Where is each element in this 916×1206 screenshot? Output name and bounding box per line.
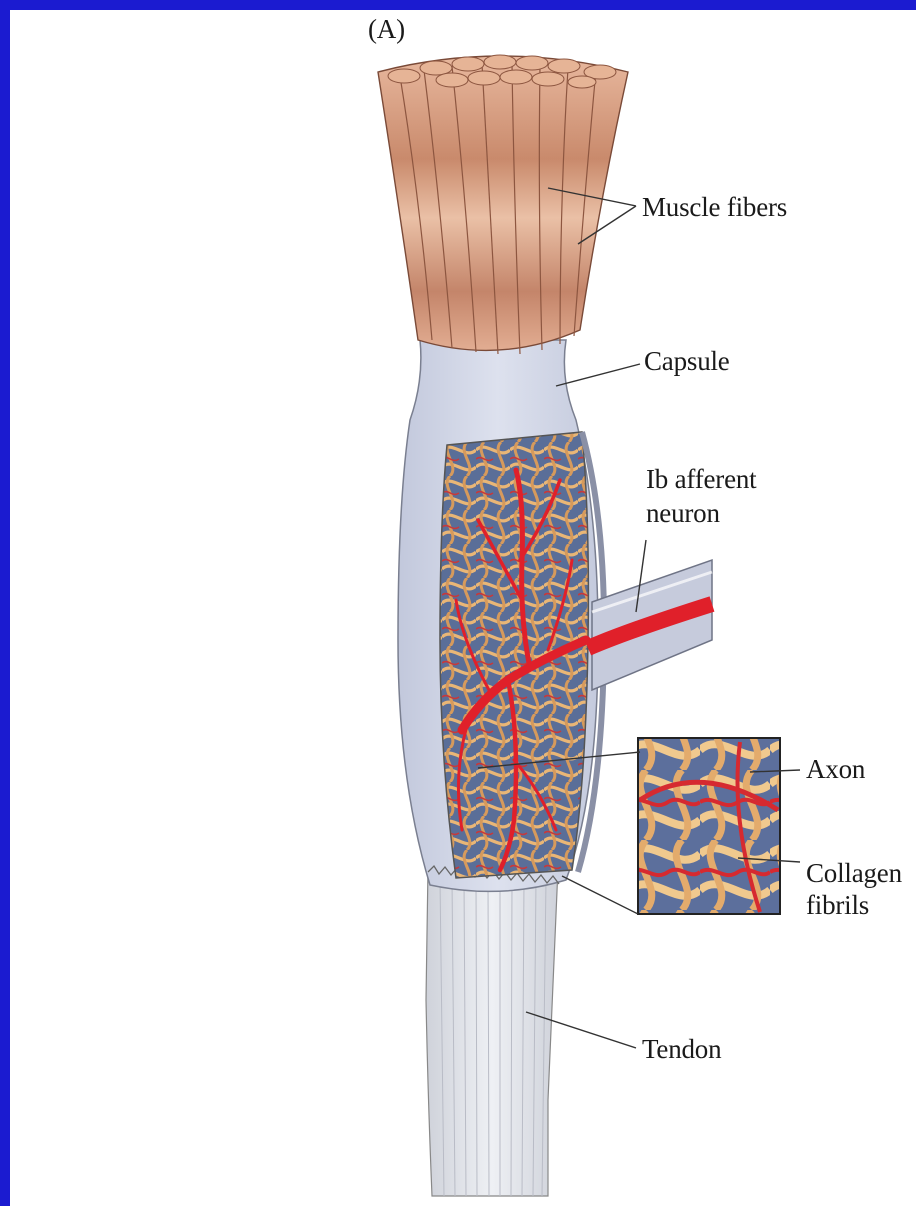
panel-label: (A) bbox=[368, 14, 405, 45]
label-collagen-line2: fibrils bbox=[806, 890, 869, 921]
label-axon: Axon bbox=[806, 754, 865, 785]
label-ib-afferent-line2: neuron bbox=[646, 498, 720, 529]
magnified-inset bbox=[638, 738, 780, 914]
label-ib-afferent-line1: Ib afferent bbox=[646, 464, 756, 495]
muscle-fibers bbox=[378, 55, 628, 354]
golgi-tendon-organ-illustration bbox=[10, 10, 916, 1206]
label-muscle-fibers: Muscle fibers bbox=[642, 192, 787, 223]
collagen-window bbox=[430, 420, 604, 890]
label-collagen-line1: Collagen bbox=[806, 858, 902, 889]
tendon bbox=[426, 868, 558, 1196]
label-capsule: Capsule bbox=[644, 346, 730, 377]
label-tendon: Tendon bbox=[642, 1034, 721, 1065]
diagram-panel: (A) Muscle fibers Capsule Ib afferent ne… bbox=[10, 10, 916, 1206]
ib-afferent-neuron bbox=[588, 560, 712, 690]
